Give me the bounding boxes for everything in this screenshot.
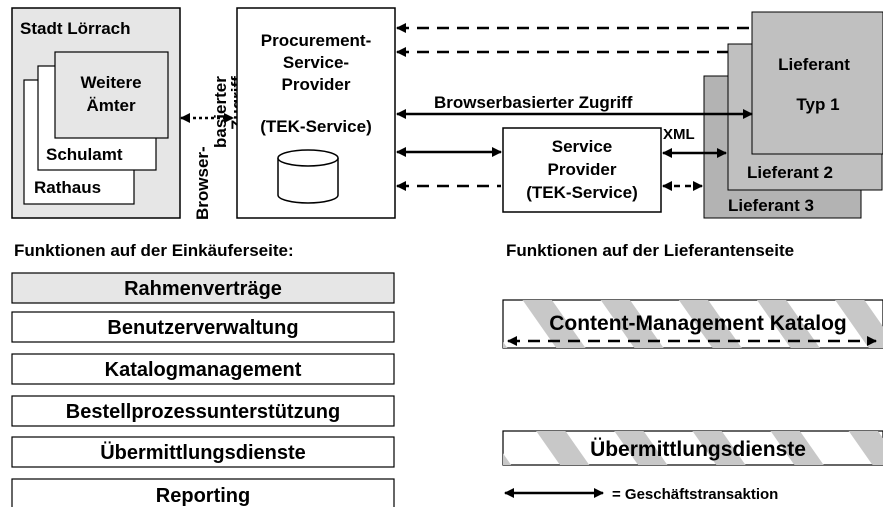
access-line2: basierter [211,76,230,148]
supplier-transmission-label: Übermittlungsdienste [590,438,806,461]
supplier-functions-heading: Funktionen auf der Lieferantenseite [506,241,794,260]
procurement-line4: (TEK-Service) [260,117,371,136]
city-block: Stadt Lörrach Weitere Ämter Schulamt Rat… [11,7,181,219]
content-management-bar: Content-Management Katalog [502,299,883,349]
browser-access-label: Browserbasierter Zugriff [434,93,633,112]
rathaus-label: Rathaus [34,178,101,197]
function-label-benutzerverwaltung: Benutzerverwaltung [107,317,298,339]
service-provider-box: Service Provider (TEK-Service) [502,127,662,213]
function-katalogmanagement [11,353,395,385]
procurement-provider-box: Procurement- Service- Provider (TEK-Serv… [236,7,396,219]
function-rahmenvertraege [11,272,395,304]
procurement-line3: Provider [282,75,351,94]
database-icon [277,149,339,204]
function-label-bestellprozess: Bestellprozessunterstützung [66,401,340,423]
buyer-functions-heading: Funktionen auf der Einkäuferseite: [14,241,294,260]
supplier-type1-line2: Typ 1 [796,95,839,114]
procurement-line1: Procurement- [261,31,372,50]
function-label-rahmenvertraege: Rahmenverträge [124,278,282,300]
service-provider-line1: Service [552,137,613,156]
function-benutzerverwaltung [11,311,395,343]
function-reporting [11,478,395,507]
function-label-katalogmanagement: Katalogmanagement [105,359,302,381]
supplier-type1-line1: Lieferant [778,55,850,74]
legend-transaction-label: = Geschäftstransaktion [612,486,778,503]
function-label-uebermittlung: Übermittlungsdienste [100,441,306,464]
weitere-label: Weitere [80,73,141,92]
buyer-functions-list: Rahmenverträge Benutzerverwaltung Katalo… [11,272,395,507]
aemter-label: Ämter [86,96,136,115]
browser-access-vertical-label: Browser- [193,146,212,220]
procurement-line2: Service- [283,53,349,72]
city-title: Stadt Lörrach [20,19,131,38]
function-label-reporting: Reporting [156,485,250,507]
content-management-label: Content-Management Katalog [549,312,847,335]
service-provider-line3: (TEK-Service) [526,183,637,202]
supplier-type1-box [751,11,883,155]
office-weitere-aemter [54,51,169,139]
supplier-transmission-bar: Übermittlungsdienste [502,430,883,466]
schulamt-label: Schulamt [46,145,123,164]
function-uebermittlung [11,436,395,468]
supplier-2-label: Lieferant 2 [747,163,833,182]
supplier-3-label: Lieferant 3 [728,196,814,215]
access-line1: Browser- [193,146,212,220]
service-provider-line2: Provider [548,160,617,179]
function-bestellprozess [11,395,395,427]
suppliers-stack: Lieferant Typ 1 Lieferant 2 Lieferant 3 [703,11,883,219]
service-provider-frame [502,127,662,213]
xml-label: XML [663,126,695,143]
legend: = Geschäftstransaktion [504,486,778,503]
